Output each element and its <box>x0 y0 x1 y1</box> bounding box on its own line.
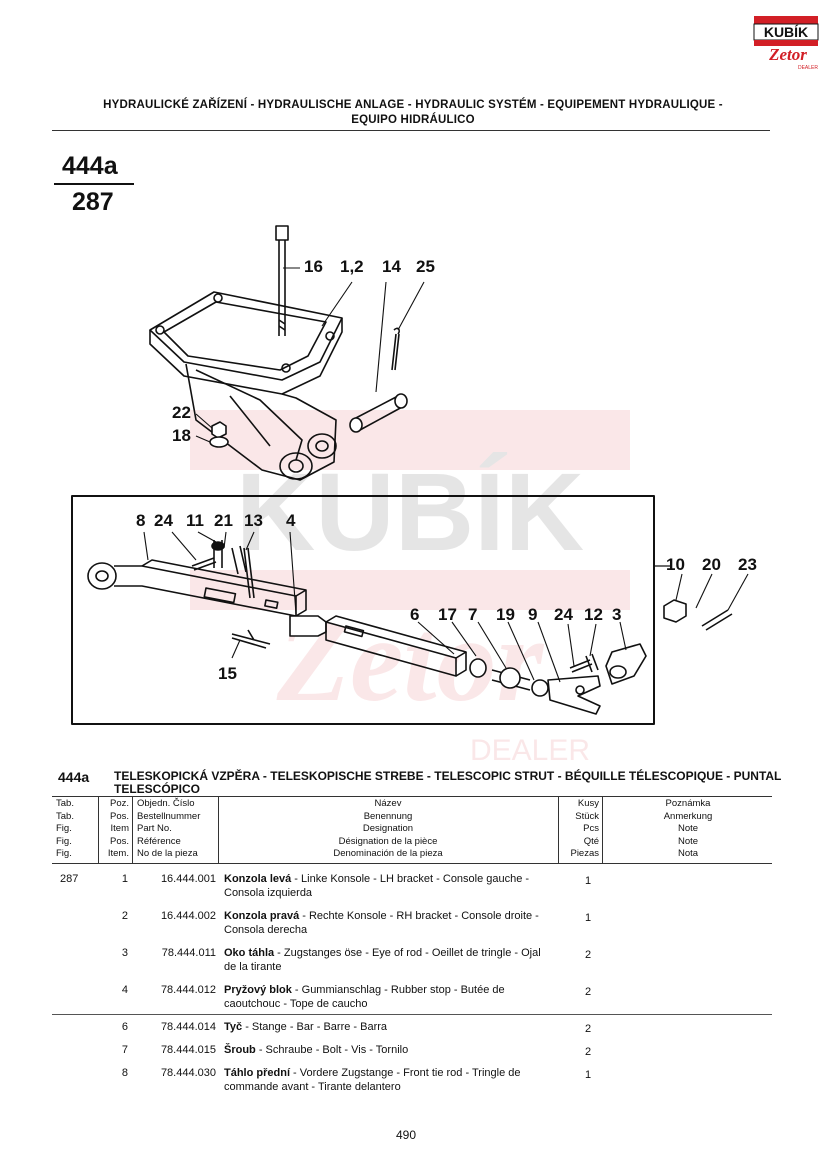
callout-1-2: 1,2 <box>340 257 364 276</box>
svg-text:KUBÍK: KUBÍK <box>764 24 808 40</box>
row-description: Tyč - Stange - Bar - Barre - Barra <box>224 1021 388 1033</box>
svg-text:Zetor: Zetor <box>768 45 807 64</box>
callout-12: 12 <box>584 605 603 624</box>
kubik-zetor-logo: KUBÍK Zetor DEALER <box>753 16 819 71</box>
figure-number: 444a <box>62 152 118 180</box>
callout-17: 17 <box>438 605 457 624</box>
tie-rod-8 <box>87 559 307 617</box>
row-description: Oko táhla - Zugstanges öse - Eye of rod … <box>224 947 541 973</box>
bracket-assembly <box>149 291 343 481</box>
row-description: Táhlo přední - Vordere Zugstange - Front… <box>224 1067 521 1093</box>
figure-sub-number: 287 <box>72 188 114 216</box>
rubber-block-4 <box>289 615 327 637</box>
page-header: HYDRAULICKÉ ZAŘÍZENÍ - HYDRAULISCHE ANLA… <box>60 98 766 128</box>
row-description: Konzola levá - Linke Konsole - LH bracke… <box>224 873 530 899</box>
callout-8: 8 <box>136 511 146 530</box>
callout-25: 25 <box>416 257 435 276</box>
svg-text:DEALER: DEALER <box>470 734 590 767</box>
row-description: Konzola pravá - Rechte Konsole - RH brac… <box>224 910 539 936</box>
callout-9: 9 <box>528 605 538 624</box>
callout-11: 11 <box>186 511 204 530</box>
cotter-pin-25 <box>391 327 401 371</box>
nut-bolt-washer-fork <box>469 658 601 715</box>
callout-21: 21 <box>214 511 233 530</box>
callout-24-lower: 24 <box>554 605 573 624</box>
page-number: 490 <box>396 1128 417 1142</box>
header-tab-col: Tab.Tab.Fig.Fig.Fig. <box>56 798 74 859</box>
header-line-1: HYDRAULICKÉ ZAŘÍZENÍ - HYDRAULISCHE ANLA… <box>103 99 723 111</box>
callout-7: 7 <box>468 605 478 624</box>
bolt-16 <box>275 225 289 336</box>
row-description: Šroub - Schraube - Bolt - Vis - Tornilo <box>224 1044 409 1056</box>
header-line-2: EQUIPO HIDRÁULICO <box>351 114 475 126</box>
eye-of-rod-3 <box>569 643 647 685</box>
figure-number-divider <box>54 183 134 185</box>
callout-3: 3 <box>612 605 622 624</box>
detail-frame <box>71 495 655 725</box>
callout-18: 18 <box>172 426 191 445</box>
pins-24-11-21-13 <box>191 540 255 599</box>
callout-4: 4 <box>286 511 296 530</box>
callout-23: 23 <box>738 555 757 574</box>
section-number: 444a <box>58 769 90 785</box>
callout-10: 10 <box>666 555 685 574</box>
svg-text:Zetor: Zetor <box>276 593 545 726</box>
row-group-divider <box>52 1014 772 1015</box>
callout-19: 19 <box>496 605 515 624</box>
nut-bolt-10-20-23 <box>663 599 733 631</box>
callout-6: 6 <box>410 605 420 624</box>
callout-22: 22 <box>172 403 191 422</box>
svg-text:DEALER: DEALER <box>798 65 818 71</box>
callout-15: 15 <box>218 664 237 683</box>
callout-24-upper: 24 <box>154 511 173 530</box>
callout-14: 14 <box>382 257 401 276</box>
nut-washer-22-18 <box>209 421 229 448</box>
clip-15 <box>231 629 271 649</box>
row-description: Pryžový blok - Gummianschlag - Rubber st… <box>224 984 505 1010</box>
pin-14 <box>349 393 408 433</box>
exploded-parts-diagram <box>71 225 749 725</box>
section-title: TELESKOPICKÁ VZPĚRA - TELESKOPISCHE STRE… <box>114 769 782 796</box>
bar-6 <box>325 615 467 677</box>
callout-20: 20 <box>702 555 721 574</box>
watermark-logo: KUBÍK Zetor DEALER <box>190 410 630 767</box>
header-divider <box>52 130 770 131</box>
callout-13: 13 <box>244 511 263 530</box>
callout-16: 16 <box>304 257 323 276</box>
